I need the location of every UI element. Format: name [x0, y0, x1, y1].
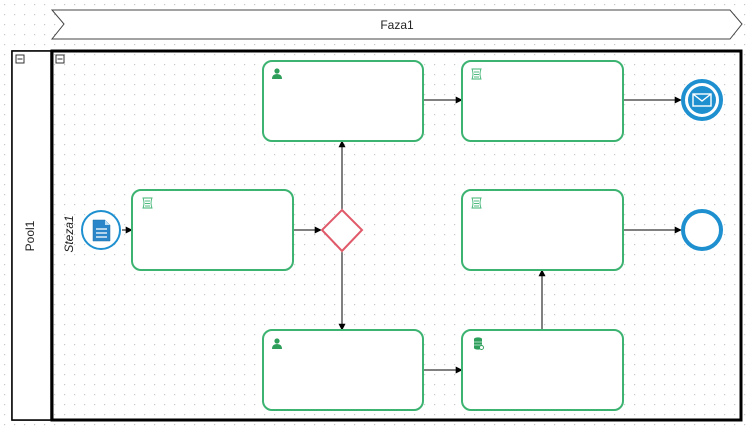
- sequence-flows: [122, 96, 682, 374]
- pool[interactable]: Pool1: [11, 50, 742, 421]
- database-task-icon: [474, 337, 484, 350]
- user-task-icon: [272, 68, 282, 79]
- lane[interactable]: Steza1: [50, 49, 743, 422]
- pool-label: Pool1: [23, 220, 37, 251]
- minus-box-icon[interactable]: [55, 54, 65, 64]
- exclusive-gateway[interactable]: [320, 208, 364, 253]
- minus-box-icon[interactable]: [15, 54, 25, 64]
- phase-label: Faza1: [380, 18, 414, 32]
- script-task-1[interactable]: [131, 189, 294, 271]
- document-start-event-icon[interactable]: [81, 210, 121, 250]
- user-task-top[interactable]: [262, 60, 424, 142]
- pool-header: [11, 50, 52, 421]
- end-event-icon[interactable]: [681, 209, 723, 251]
- envelope-end-event-icon[interactable]: [681, 79, 723, 121]
- script-task-top-right[interactable]: [461, 60, 624, 142]
- user-task-icon: [272, 338, 282, 349]
- lane-label: Steza1: [62, 215, 76, 252]
- service-task-bottom-right[interactable]: [461, 329, 624, 411]
- script-task-middle-right[interactable]: [461, 189, 624, 271]
- script-task-icon: [471, 197, 482, 209]
- script-task-icon: [142, 197, 153, 209]
- user-task-bottom[interactable]: [262, 329, 424, 411]
- script-task-icon: [471, 68, 482, 80]
- phase-header[interactable]: Faza1: [50, 9, 743, 40]
